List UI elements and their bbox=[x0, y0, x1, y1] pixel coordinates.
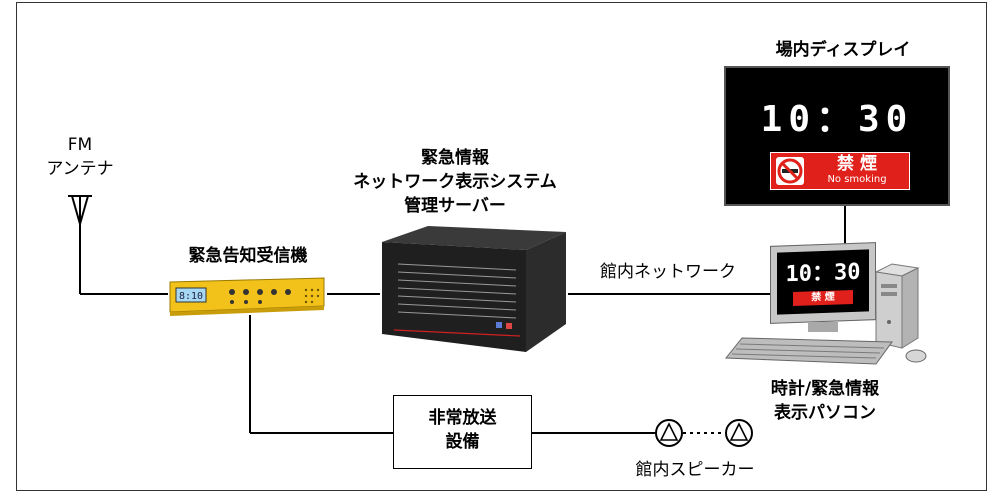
speaker-right-icon bbox=[725, 419, 753, 447]
pc-screen-sign: 禁 煙 bbox=[793, 289, 853, 307]
pc-monitor: 10：30 禁 煙 bbox=[770, 242, 876, 324]
emergency-receiver-device: 8:10 bbox=[169, 277, 325, 316]
emergency-broadcast-label: 非常放送 設備 bbox=[394, 406, 531, 454]
emergency-broadcast-line2: 設備 bbox=[445, 432, 480, 452]
venue-display-time: 10：30 bbox=[760, 99, 914, 140]
server-label-line3: 管理サーバー bbox=[404, 196, 506, 216]
network-label: 館内ネットワーク bbox=[600, 262, 736, 282]
venue-display-label: 場内ディスプレイ bbox=[775, 40, 911, 60]
pc-screen: 10：30 禁 煙 bbox=[777, 249, 869, 315]
server-label-line2: ネットワーク表示システム bbox=[353, 172, 557, 192]
no-smoking-sign: 禁 煙 No smoking bbox=[770, 152, 910, 190]
pc-label: 時計/緊急情報 表示パソコン bbox=[730, 377, 920, 425]
no-smoking-main-text: 禁 煙 bbox=[837, 154, 877, 174]
management-server-device bbox=[382, 226, 566, 352]
emergency-broadcast-box: 非常放送 設備 bbox=[393, 395, 532, 469]
svg-text:8:10: 8:10 bbox=[179, 291, 203, 302]
fm-antenna-label: FM アンテナ bbox=[40, 133, 120, 181]
pc-screen-sign-text: 禁 煙 bbox=[811, 291, 835, 304]
mouse-icon bbox=[905, 349, 927, 363]
venue-display-monitor: 10：30 禁 煙 No smoking bbox=[724, 66, 950, 206]
diagram-frame bbox=[16, 2, 987, 491]
keyboard-icon bbox=[724, 337, 893, 365]
receiver-label: 緊急告知受信機 bbox=[188, 246, 308, 266]
pc-screen-time: 10：30 bbox=[785, 259, 861, 288]
no-smoking-sub-text: No smoking bbox=[827, 174, 887, 185]
server-led-2 bbox=[506, 323, 512, 329]
speakers-label: 館内スピーカー bbox=[635, 460, 755, 480]
emergency-broadcast-line1: 非常放送 bbox=[428, 408, 497, 428]
server-label-line1: 緊急情報 bbox=[421, 148, 489, 168]
receiver-screen bbox=[175, 287, 207, 303]
pc-tower-icon bbox=[874, 263, 920, 349]
no-smoking-icon bbox=[776, 157, 804, 185]
antenna-icon bbox=[68, 195, 92, 225]
server-label: 緊急情報 ネットワーク表示システム 管理サーバー bbox=[340, 146, 570, 218]
pc-label-line2: 表示パソコン bbox=[774, 403, 876, 423]
speaker-left-icon bbox=[655, 419, 683, 447]
pc-label-line1: 時計/緊急情報 bbox=[770, 379, 880, 399]
fm-antenna-label-line1: FM bbox=[67, 135, 93, 155]
pc-monitor-stand bbox=[808, 322, 838, 332]
fm-antenna-label-line2: アンテナ bbox=[46, 159, 114, 179]
server-led-1 bbox=[496, 322, 502, 328]
